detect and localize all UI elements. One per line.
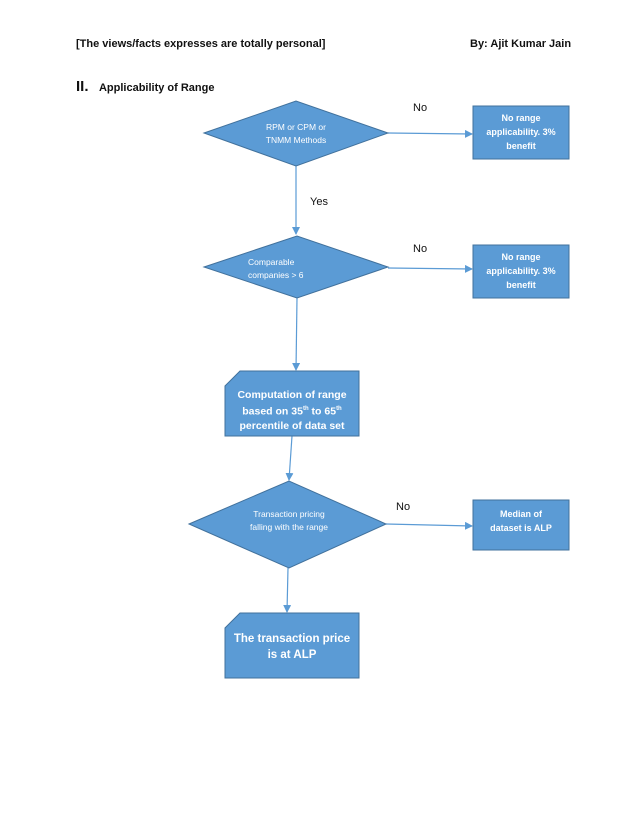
decision-transaction-pricing-label: Transaction pricing falling with the ran… [224,508,354,534]
result-median-alp-label: Median of dataset is ALP [473,507,569,535]
result-median-alp [472,499,570,551]
result2-line2: applicability. 3% [486,266,556,276]
section-heading: II. Applicability of Range [76,78,214,96]
process2-line2: is at ALP [267,649,317,661]
decision-comparables [202,235,390,299]
process1-line1: Computation of range [237,389,347,401]
edge-label-no-2: No [413,243,428,255]
arrow-d3-to-p2 [283,567,292,613]
decision-comparables-label: Comparable companies > 6 [248,256,318,282]
process-transaction-alp-label: The transaction price is at ALP [225,631,359,663]
result2-line1: No range [501,252,541,262]
edge-label-no-1: No [413,102,428,114]
decision-comparables-line2: companies > 6 [248,270,304,280]
result3-line1: Median of [500,509,542,519]
decision-method-line2: TNMM Methods [265,135,327,145]
header-author: By: Ajit Kumar Jain [470,38,572,50]
arrow-d2-to-r2 [387,264,473,273]
decision3-line1: Transaction pricing [253,509,325,519]
process-range-computation-label: Computation of range based on 35th to 65… [225,388,359,433]
header-disclaimer: [The views/facts expresses are totally p… [76,38,326,50]
process1-line2-mid: to 65 [308,405,337,418]
decision-transaction-pricing [187,480,388,569]
decision-method [202,100,390,167]
section-title: Applicability of Range [98,82,215,94]
process2-line1: The transaction price [233,633,351,645]
result-no-range-1-label: No range applicability. 3% benefit [473,111,569,153]
decision-method-label: RPM or CPM or TNMM Methods [236,121,356,147]
process-range-computation [224,370,360,437]
result-no-range-2-label: No range applicability. 3% benefit [473,250,569,292]
process1-sup1: th [302,406,309,412]
arrow-d1-to-r1 [387,129,473,138]
process1-line2: based on 35th to 65th [225,402,359,419]
process1-sup2: th [336,406,342,412]
decision-comparables-line1: Comparable [248,257,295,267]
decision3-line2: falling with the range [250,522,328,532]
arrow-p1-to-d3 [285,435,294,481]
process1-line3: percentile of data set [239,419,345,432]
edge-label-no-3: No [396,501,411,513]
result-no-range-2 [472,244,570,299]
arrow-d3-to-r3 [385,521,473,530]
process1-line2-pre: based on 35 [242,405,303,418]
decision-method-line1: RPM or CPM or [266,122,326,132]
section-number: II. [76,78,89,95]
result-no-range-1 [472,105,570,160]
process-transaction-alp [224,612,360,679]
result3-line2: dataset is ALP [490,523,552,533]
result1-line3: benefit [506,141,536,151]
arrow-d2-to-p1 [292,297,301,371]
result2-line3: benefit [506,280,536,290]
result1-line1: No range [501,113,541,123]
edge-label-yes-1: Yes [310,196,328,208]
result1-line2: applicability. 3% [486,127,556,137]
